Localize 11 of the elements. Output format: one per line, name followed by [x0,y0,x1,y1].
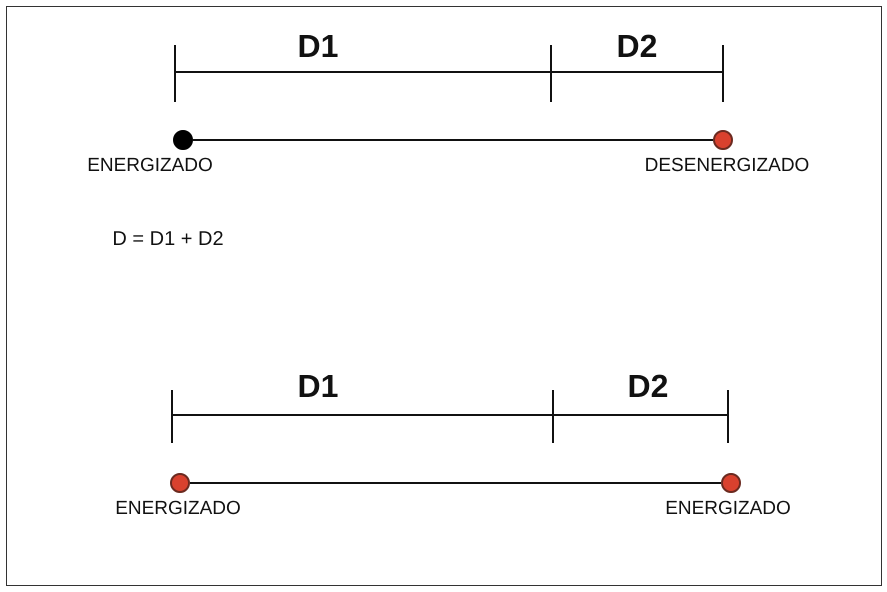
dimension-label: D1 [298,28,338,65]
state-label: ENERGIZADO [87,155,213,177]
connector-line [190,482,721,484]
connector-line [193,139,713,141]
formula-text: D = D1 + D2 [112,228,224,251]
state-label: ENERGIZADO [665,498,791,520]
dimension-label: D2 [628,368,668,405]
state-label: ENERGIZADO [115,498,241,520]
state-label: DESENERGIZADO [644,155,810,177]
dimension-label: D1 [298,368,338,405]
dimension-label: D2 [616,28,658,65]
